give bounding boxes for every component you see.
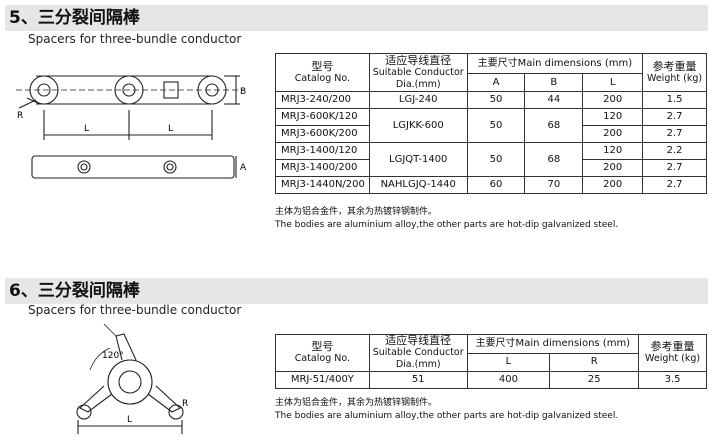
section-subtitle: Spacers for three-bundle conductor xyxy=(28,303,242,317)
label-l1: L xyxy=(84,124,89,134)
header-a: A xyxy=(466,73,526,92)
spec-table-1: 型号 Catalog No. 适应导线直径 Suitable Conductor… xyxy=(275,53,707,194)
label-a: A xyxy=(240,163,247,173)
label-r: R xyxy=(182,399,188,409)
header-weight: 参考重量 Weight (kg) xyxy=(638,334,707,372)
section-title: 6、三分裂间隔棒 xyxy=(5,278,708,304)
note-block: 主体为铝合金件，其余为热镀锌钢制件。 The bodies are alumin… xyxy=(275,397,618,423)
label-angle: 120° xyxy=(102,351,124,361)
spec-table-2: 型号 Catalog No. 适应导线直径 Suitable Conductor… xyxy=(275,334,707,389)
note-cn: 主体为铝合金件，其余为热镀锌钢制件。 xyxy=(275,207,438,217)
section-subtitle: Spacers for three-bundle conductor xyxy=(28,32,242,46)
header-l: L xyxy=(582,73,644,92)
section-title: 5、三分裂间隔棒 xyxy=(5,5,708,31)
header-conductor: 适应导线直径 Suitable Conductor Dia.(mm) xyxy=(368,334,468,372)
header-dimensions: 主要尺寸Main dimensions (mm) xyxy=(466,334,640,354)
tri-spacer-drawing: 120° R L xyxy=(76,324,188,434)
arm-right xyxy=(147,385,181,413)
header-model: 型号 Catalog No. xyxy=(275,53,370,92)
header-b: B xyxy=(524,73,584,92)
note-cn: 主体为铝合金件，其余为热镀锌钢制件。 xyxy=(275,398,438,408)
spacer-technical-drawing: R L L B A xyxy=(16,75,247,179)
table-row: MRJ3-1400/120 LGJQT-1400 50 68 120 2.2 xyxy=(275,142,707,177)
header-dimensions: 主要尺寸Main dimensions (mm) xyxy=(466,53,644,74)
header-conductor: 适应导线直径 Suitable Conductor Dia.(mm) xyxy=(368,53,468,92)
label-r: R xyxy=(17,111,23,121)
table-row: MRJ3-600K/200 200 2.7 xyxy=(275,125,707,143)
header-l: L xyxy=(466,352,551,372)
note-en: The bodies are aluminium alloy,the other… xyxy=(275,411,619,421)
arm-top xyxy=(115,333,137,361)
label-l: L xyxy=(127,415,132,425)
table-row: MRJ3-600K/120 LGJKK-600 50 68 120 2.7 xyxy=(275,108,707,143)
table-row: MRJ3-1440N/200 NAHLGJQ-1440 60 70 200 2.… xyxy=(275,176,707,194)
spacer-top-view xyxy=(36,75,214,105)
hub-outer xyxy=(107,359,153,405)
header-r: R xyxy=(549,352,640,372)
table-row: MRJ-51/400Y 51 400 25 3.5 xyxy=(275,371,707,389)
note-en: The bodies are aluminium alloy,the other… xyxy=(275,220,619,230)
header-weight: 参考重量 Weight (kg) xyxy=(642,53,707,92)
arm-left xyxy=(79,385,113,413)
note-block: 主体为铝合金件，其余为热镀锌钢制件。 The bodies are alumin… xyxy=(275,206,618,232)
header-model: 型号 Catalog No. xyxy=(275,334,370,372)
spacer-side-view xyxy=(31,155,235,179)
table-row: MRJ3-240/200 LGJ-240 50 44 200 1.5 xyxy=(275,91,707,109)
label-b: B xyxy=(240,87,246,97)
label-l2: L xyxy=(168,124,173,134)
